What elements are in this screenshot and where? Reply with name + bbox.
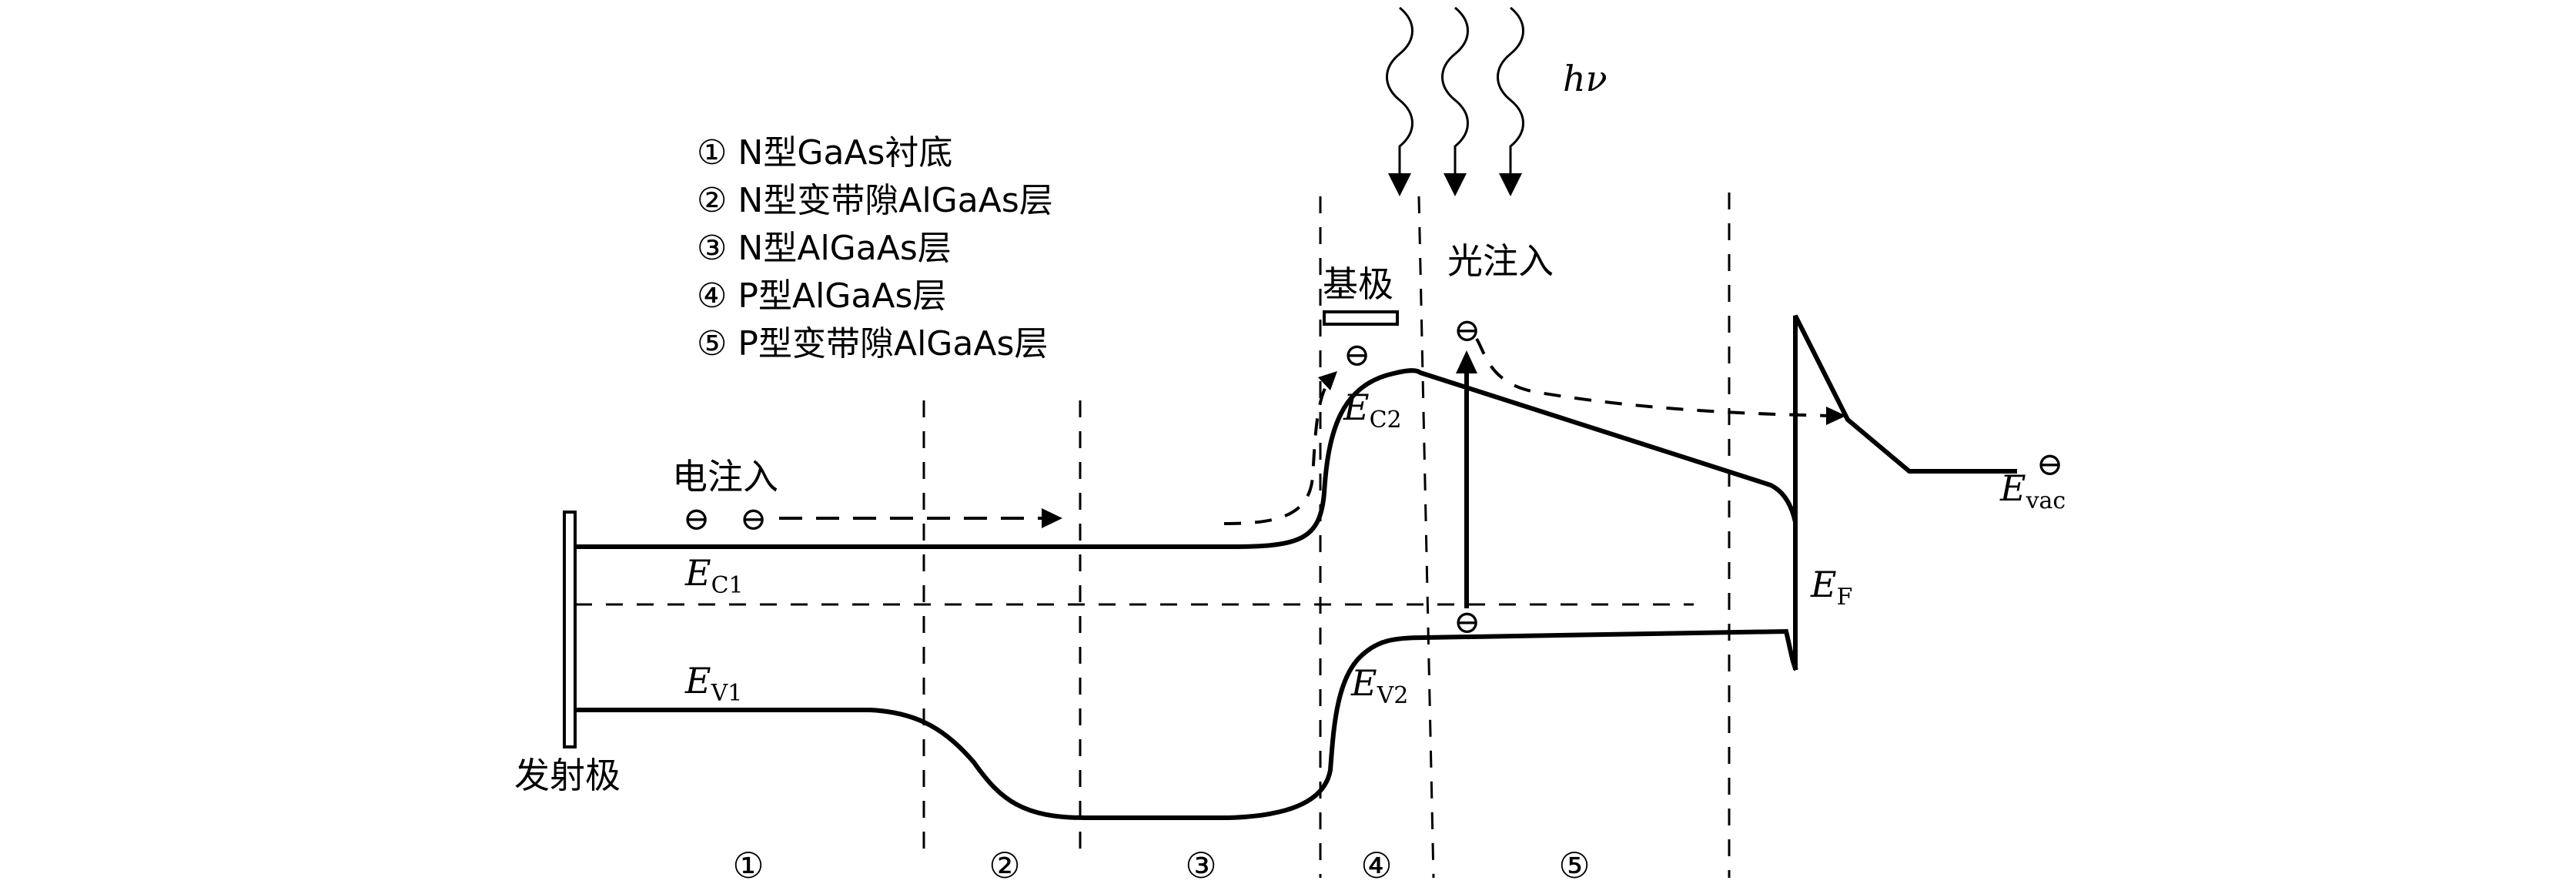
legend-item-3: ③ N型AlGaAs层	[697, 229, 952, 268]
region-numbers: ① ② ③ ④ ⑤	[732, 845, 1590, 886]
optical-injection-label: 光注入	[1447, 240, 1554, 282]
electron-icon: ⊖	[740, 500, 767, 537]
emitter-label: 发射极	[514, 755, 621, 796]
region-number: ④	[1360, 845, 1392, 886]
photon-arrowhead-2	[1444, 173, 1467, 196]
valence-band-curve	[575, 628, 1798, 820]
legend-item-5: ⑤ P型变带隙AlGaAs层	[697, 324, 1048, 363]
electric-injection-arrowhead	[1042, 508, 1062, 528]
emitter-electrode	[563, 511, 577, 748]
electron-icon: ⊖	[683, 500, 710, 537]
base-label: 基极	[1323, 263, 1393, 305]
photon-wave-3	[1497, 6, 1524, 181]
ef-label: EF	[1810, 564, 1852, 611]
photon-arrowhead-1	[1388, 173, 1411, 196]
legend: ① N型GaAs衬底 ② N型变带隙AlGaAs层 ③ N型AlGaAs层 ④ …	[697, 133, 1053, 363]
ec2-label: EC2	[1343, 387, 1402, 434]
conduction-band-curve	[575, 368, 1798, 549]
optical-injection-path	[1475, 337, 1832, 417]
ev1-label: EV1	[684, 660, 742, 707]
region-boundaries	[922, 193, 1731, 879]
region-number: ①	[732, 845, 764, 886]
excitation-arrowhead	[1456, 350, 1477, 373]
region-number: ③	[1185, 845, 1216, 886]
base-injection-arrowhead	[1318, 371, 1337, 390]
photon-label: hν	[1563, 58, 1607, 99]
electron-icon: ⊖	[1343, 336, 1370, 373]
boundary-4-5	[1417, 196, 1435, 879]
base-injection-path	[1223, 381, 1330, 525]
ec1-label: EC1	[684, 552, 744, 599]
electron-icon: ⊖	[1454, 603, 1480, 641]
region-number: ⑤	[1558, 845, 1590, 886]
photon-arrowhead-3	[1499, 173, 1522, 196]
legend-item-4: ④ P型AlGaAs层	[697, 276, 946, 316]
photon-arrows	[1386, 6, 1524, 196]
electron-icon: ⊖	[1454, 311, 1480, 349]
optical-injection-arrowhead	[1826, 407, 1846, 425]
photon-wave-2	[1441, 6, 1469, 181]
region-number: ②	[989, 845, 1020, 886]
legend-item-1: ① N型GaAs衬底	[697, 133, 952, 172]
base-electrode	[1323, 310, 1399, 326]
surface-barrier	[1793, 314, 2017, 670]
legend-item-2: ② N型变带隙AlGaAs层	[697, 181, 1053, 220]
electrons: ⊖ ⊖ ⊖ ⊖ ⊖ ⊖	[683, 311, 2063, 641]
electric-injection-label: 电注入	[672, 456, 778, 497]
electron-icon: ⊖	[2036, 445, 2063, 483]
photon-wave-1	[1386, 6, 1413, 181]
evac-label: Evac	[1999, 467, 2066, 514]
ev2-label: EV2	[1350, 662, 1408, 709]
